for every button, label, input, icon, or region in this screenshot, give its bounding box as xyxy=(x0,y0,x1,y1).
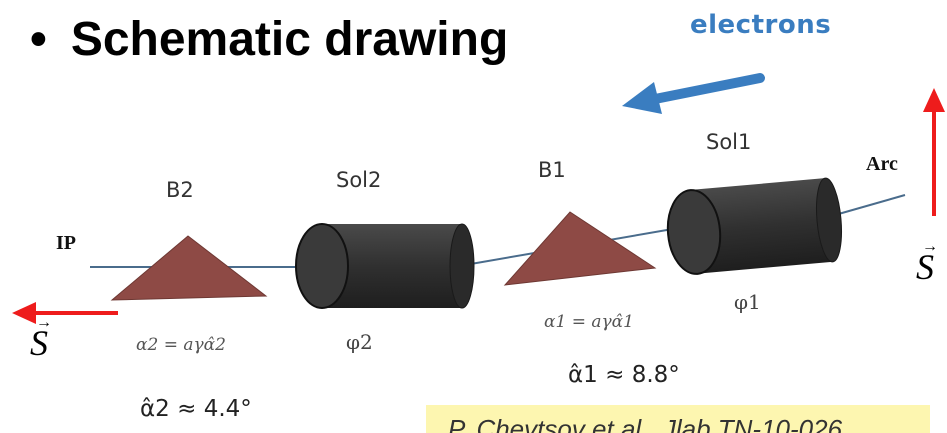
label-sol1: Sol1 xyxy=(706,130,752,154)
bullet-marker: • xyxy=(30,13,47,66)
label-phi2: φ2 xyxy=(346,330,373,354)
citation-box: P. Chevtsov et al., Jlab TN-10-026 xyxy=(426,405,930,433)
label-phi1: φ1 xyxy=(734,290,761,314)
electron-direction-arrow xyxy=(622,73,765,114)
formula-alpha2: α2 = aγα̂2 xyxy=(136,335,226,355)
citation-text: P. Chevtsov et al., Jlab TN-10-026 xyxy=(448,414,843,433)
label-sol2: Sol2 xyxy=(336,168,382,192)
spin-symbol-right: S xyxy=(916,247,934,287)
vector-arrow-glyph: → xyxy=(36,314,52,331)
label-arc: Arc xyxy=(866,153,898,175)
dipole-b1 xyxy=(503,211,657,286)
title-text: Schematic drawing xyxy=(70,13,509,66)
solenoid-sol1 xyxy=(666,177,843,275)
vector-arrow-glyph: → xyxy=(922,238,938,255)
dipole-b2 xyxy=(110,235,268,301)
spin-vector-left-label: → S xyxy=(30,314,52,364)
angle-alpha2-hat: α̂2 ≈ 4.4° xyxy=(140,396,252,422)
electrons-label: electrons xyxy=(690,10,832,40)
spin-symbol-left: S xyxy=(30,323,48,363)
spin-vector-right-label: → S xyxy=(916,238,938,288)
spin-arrow-right xyxy=(923,88,945,216)
angle-alpha1-hat: α̂1 ≈ 8.8° xyxy=(568,362,680,388)
slide-title: • Schematic drawing xyxy=(30,12,508,67)
formula-alpha1: α1 = aγα̂1 xyxy=(544,312,634,332)
beamline-right xyxy=(834,194,906,216)
label-ip: IP xyxy=(56,232,76,254)
spin-arrow-left xyxy=(12,302,118,324)
solenoid-sol2 xyxy=(295,223,475,309)
label-b1: B1 xyxy=(538,158,566,182)
label-b2: B2 xyxy=(166,178,194,202)
